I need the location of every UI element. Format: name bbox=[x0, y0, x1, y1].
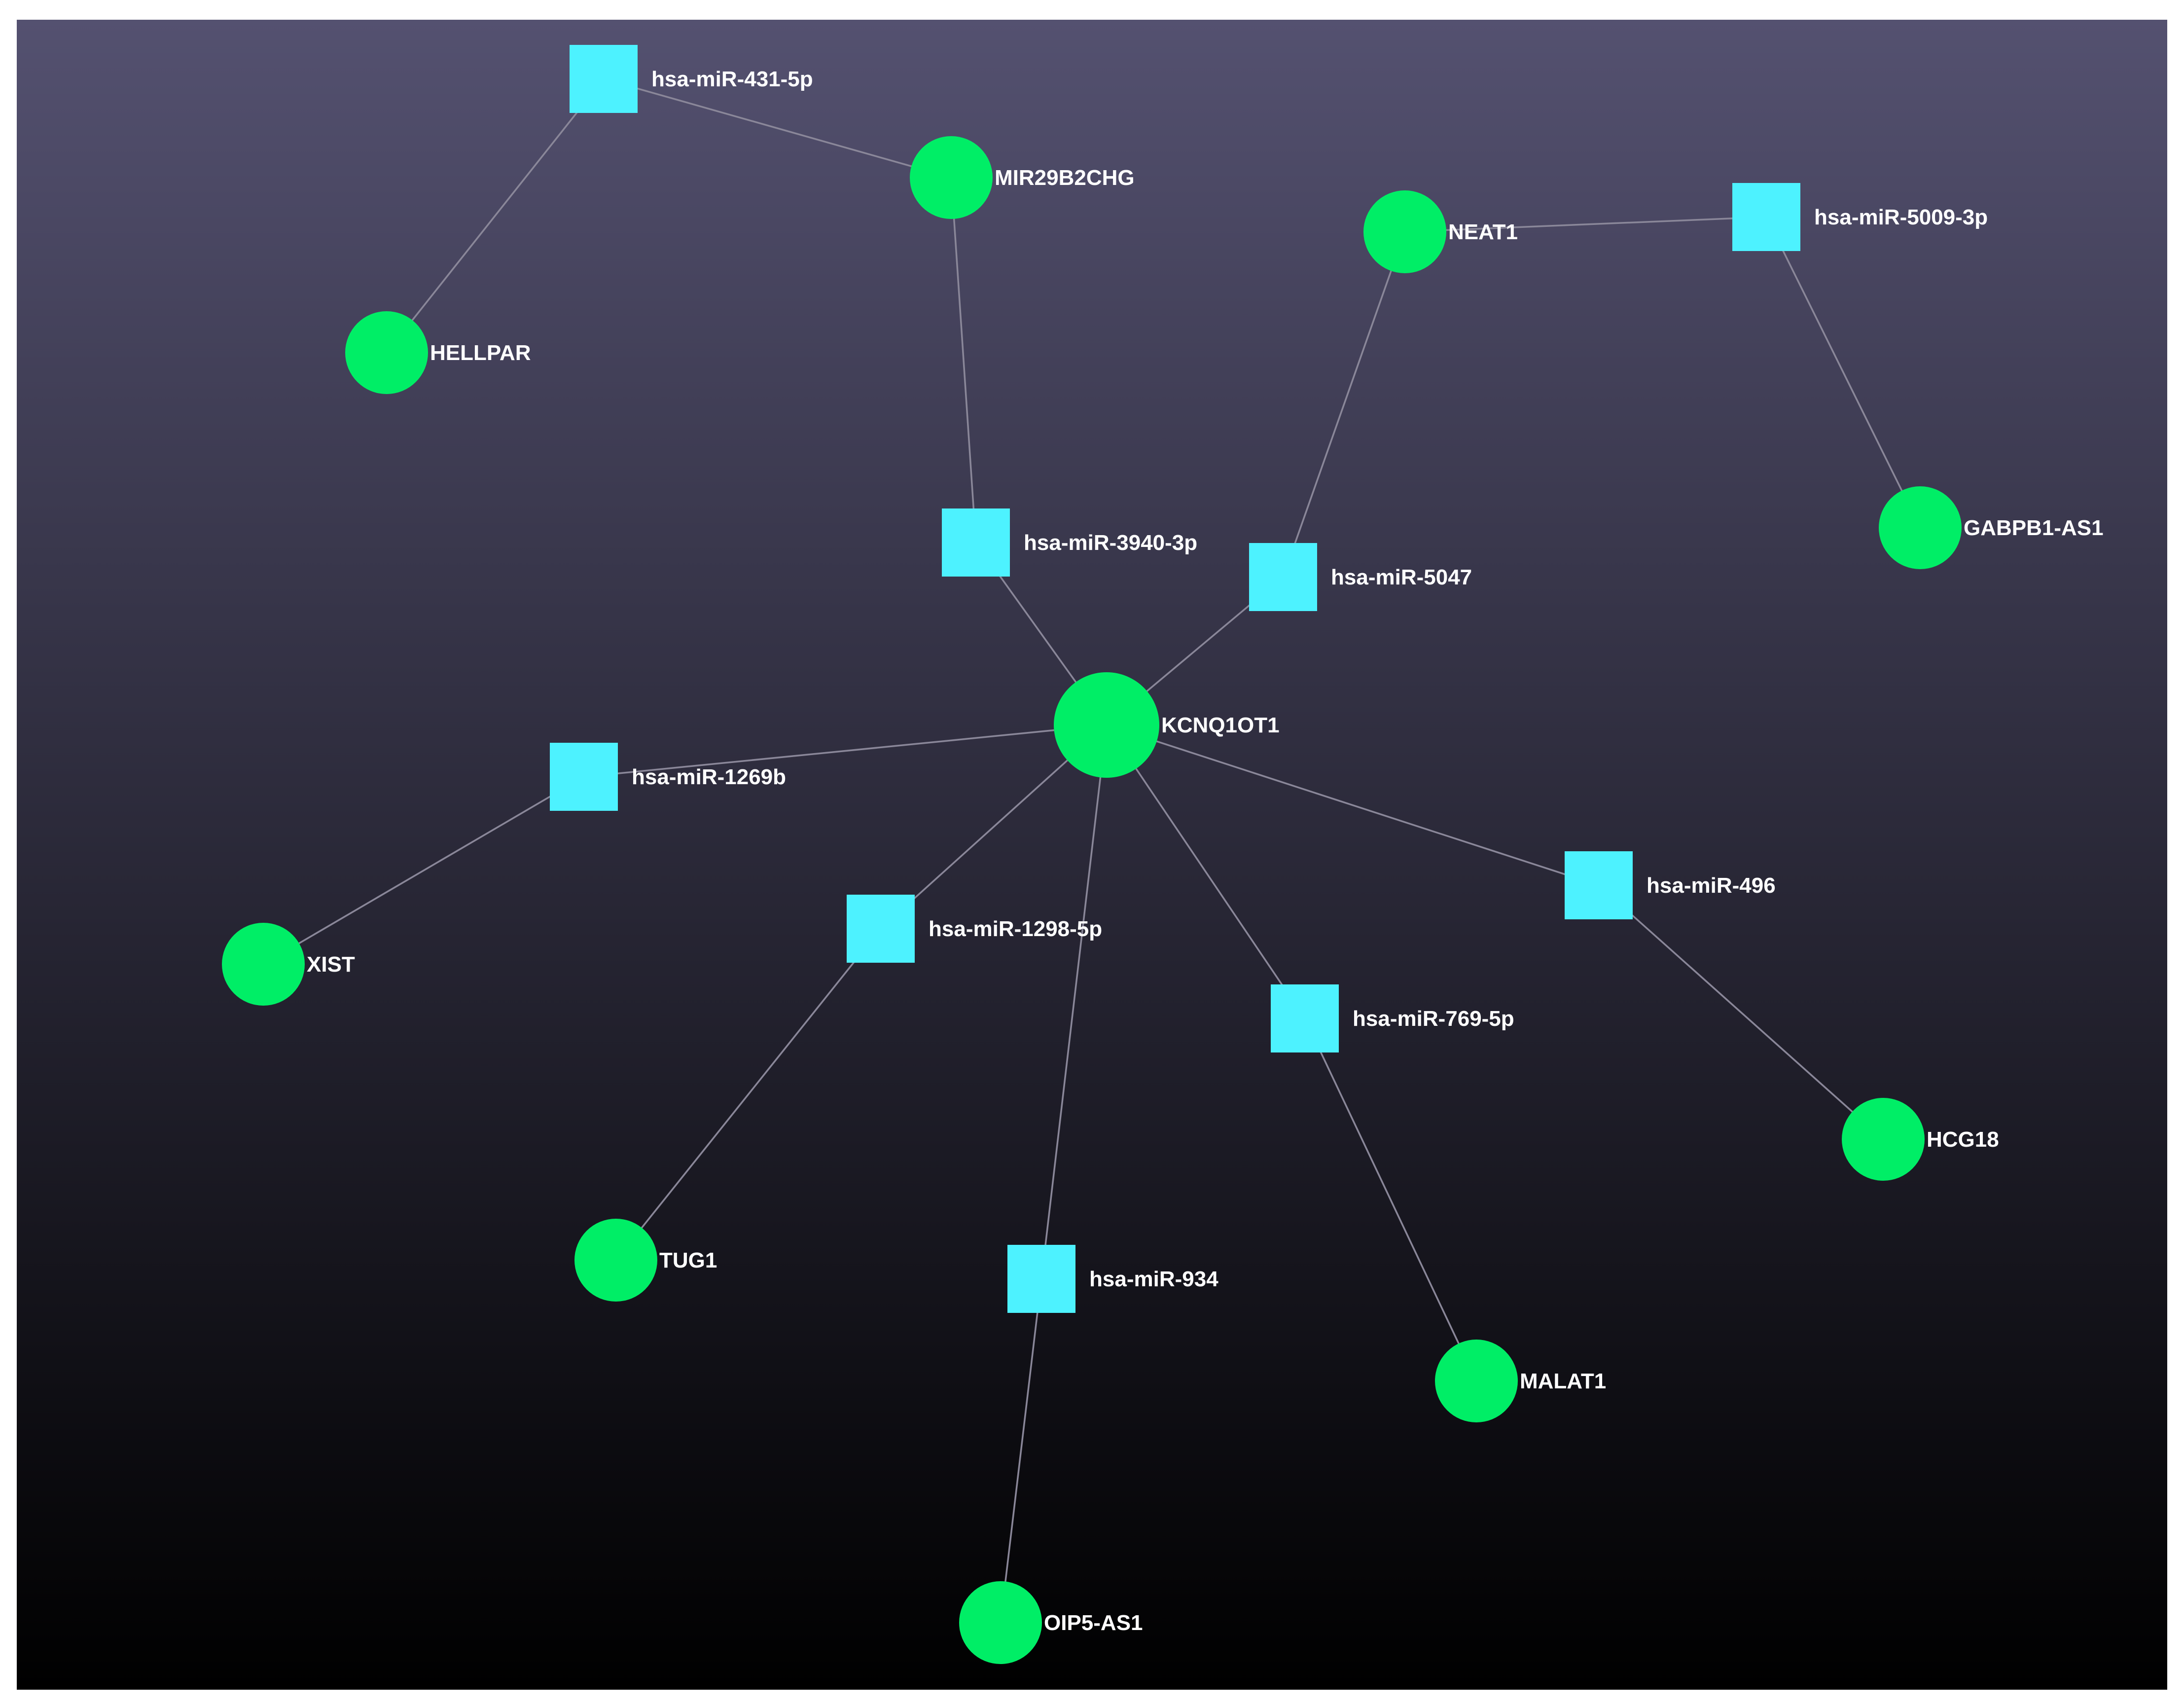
node-label-tug1: TUG1 bbox=[659, 1248, 717, 1272]
node-malat1[interactable] bbox=[1435, 1340, 1518, 1422]
edge-hsa-miR-769-5p-MALAT1 bbox=[1304, 1018, 1477, 1381]
edge-hsa-miR-1298-5p-TUG1 bbox=[615, 928, 882, 1261]
edge-MIR29B2CHG-hsa-miR-3940-3p bbox=[950, 177, 977, 543]
node-hsa-mir-5047[interactable] bbox=[1249, 543, 1317, 611]
node-label-gabpb1-as1: GABPB1-AS1 bbox=[1964, 516, 2104, 540]
node-label-hsa-mir-3940-3p: hsa-miR-3940-3p bbox=[1024, 531, 1197, 555]
edge-NEAT1-hsa-miR-5009-3p bbox=[1404, 216, 1767, 233]
node-label-hcg18: HCG18 bbox=[1927, 1127, 1999, 1152]
node-label-hsa-mir-5009-3p: hsa-miR-5009-3p bbox=[1814, 205, 1988, 229]
node-hsa-mir-5009-3p[interactable] bbox=[1732, 183, 1800, 251]
node-label-oip5-as1: OIP5-AS1 bbox=[1044, 1611, 1143, 1635]
node-hellpar[interactable] bbox=[345, 311, 428, 394]
node-neat1[interactable] bbox=[1363, 190, 1446, 273]
node-label-kcnq1ot1: KCNQ1OT1 bbox=[1161, 713, 1280, 737]
node-label-hsa-mir-1298-5p: hsa-miR-1298-5p bbox=[929, 917, 1102, 941]
node-label-malat1: MALAT1 bbox=[1520, 1369, 1606, 1393]
node-hsa-mir-496[interactable] bbox=[1565, 851, 1633, 919]
node-hsa-mir-3940-3p[interactable] bbox=[942, 508, 1010, 577]
edge-hsa-miR-934-OIP5-AS1 bbox=[1000, 1278, 1042, 1623]
node-label-neat1: NEAT1 bbox=[1448, 220, 1518, 244]
edge-KCNQ1OT1-hsa-miR-496 bbox=[1106, 724, 1599, 886]
edge-KCNQ1OT1-hsa-miR-1269b bbox=[583, 724, 1107, 778]
node-label-hsa-mir-769-5p: hsa-miR-769-5p bbox=[1353, 1007, 1514, 1031]
nodes-layer bbox=[222, 45, 1962, 1664]
node-hsa-mir-769-5p[interactable] bbox=[1271, 984, 1339, 1052]
node-label-hsa-mir-5047: hsa-miR-5047 bbox=[1331, 565, 1472, 589]
edge-hsa-miR-431-5p-HELLPAR bbox=[386, 78, 605, 354]
edge-NEAT1-hsa-miR-5047 bbox=[1282, 231, 1406, 578]
node-xist[interactable] bbox=[222, 923, 305, 1006]
node-label-hellpar: HELLPAR bbox=[430, 341, 531, 365]
edge-KCNQ1OT1-hsa-miR-934 bbox=[1040, 725, 1108, 1279]
node-gabpb1-as1[interactable] bbox=[1879, 486, 1962, 569]
edge-hsa-miR-5009-3p-GABPB1-AS1 bbox=[1765, 217, 1921, 528]
node-hsa-mir-431-5p[interactable] bbox=[570, 45, 638, 113]
node-hsa-mir-934[interactable] bbox=[1007, 1245, 1075, 1313]
node-label-xist: XIST bbox=[307, 952, 355, 977]
node-label-hsa-mir-496: hsa-miR-496 bbox=[1647, 873, 1776, 898]
edge-hsa-miR-431-5p-MIR29B2CHG bbox=[603, 78, 952, 179]
edge-hsa-miR-496-HCG18 bbox=[1598, 884, 1884, 1140]
node-hcg18[interactable] bbox=[1842, 1098, 1925, 1181]
edge-hsa-miR-1269b-XIST bbox=[263, 776, 584, 965]
node-label-hsa-mir-1269b: hsa-miR-1269b bbox=[632, 765, 786, 789]
node-label-hsa-mir-934: hsa-miR-934 bbox=[1089, 1267, 1218, 1291]
edge-KCNQ1OT1-hsa-miR-769-5p bbox=[1106, 725, 1306, 1019]
node-oip5-as1[interactable] bbox=[959, 1581, 1042, 1664]
node-label-hsa-mir-431-5p: hsa-miR-431-5p bbox=[651, 67, 813, 91]
node-label-mir29b2chg: MIR29B2CHG bbox=[995, 166, 1135, 190]
node-kcnq1ot1[interactable] bbox=[1054, 672, 1159, 778]
node-hsa-mir-1298-5p[interactable] bbox=[847, 895, 915, 963]
network-graph: KCNQ1OT1 MIR29B2CHG HELLPAR NEAT1GABPB1-AS1… bbox=[17, 20, 2167, 1690]
node-tug1[interactable] bbox=[574, 1219, 657, 1302]
node-hsa-mir-1269b[interactable] bbox=[550, 743, 618, 811]
labels-layer: KCNQ1OT1 MIR29B2CHG HELLPAR NEAT1GABPB1-AS1… bbox=[307, 67, 2104, 1635]
node-mir29b2chg[interactable] bbox=[910, 136, 993, 219]
